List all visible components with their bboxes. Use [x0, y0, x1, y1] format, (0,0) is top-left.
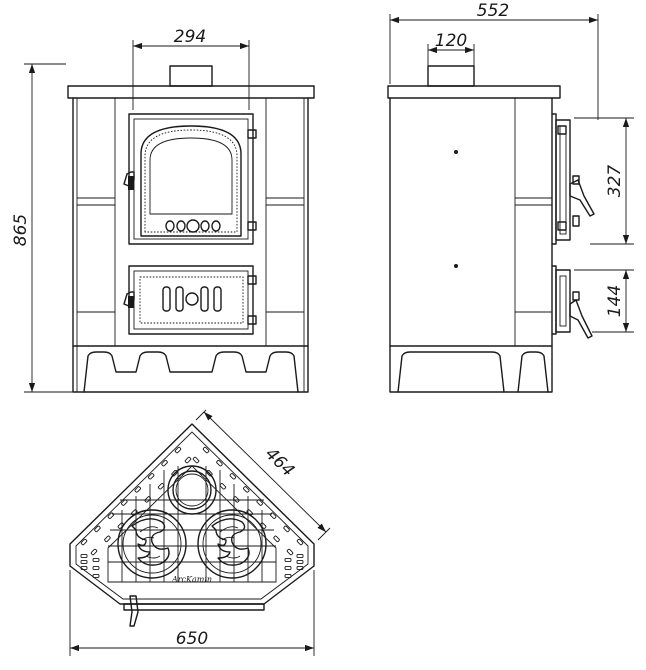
dim-552-label: 552: [477, 1, 509, 21]
band-hole: [92, 573, 100, 579]
band-hole: [90, 548, 98, 556]
top-door-handle: [129, 595, 139, 627]
side-view: 552 120 327 144: [387, 1, 634, 393]
band-hole: [94, 525, 101, 533]
band-hole: [174, 446, 182, 454]
band-hole: [80, 538, 88, 546]
band-hole: [134, 486, 141, 493]
ash-door: [128, 265, 254, 335]
dim-464-line: [203, 411, 327, 533]
cooking-plate-right: [197, 509, 267, 579]
band-hole: [296, 538, 304, 546]
band-hole: [80, 553, 88, 559]
band-hole: [184, 456, 192, 464]
dim-144-label: 144: [605, 285, 625, 317]
front-view: 294 865: [11, 27, 315, 393]
front-top-plate: [67, 85, 315, 99]
dim-120-label: 120: [435, 31, 467, 51]
side-body-outline: [389, 97, 553, 393]
top-view: ArcKamin 464 650: [69, 409, 331, 656]
dim-294-label: 294: [174, 27, 206, 47]
front-body-outline: [72, 97, 309, 393]
dim-464-label: 464: [261, 444, 298, 481]
band-hole: [147, 473, 155, 480]
band-hole: [104, 535, 111, 543]
band-hole: [80, 559, 88, 565]
front-legs: [83, 351, 299, 393]
brand-logo: ArcKamin: [171, 575, 212, 584]
side-fire-handle: [569, 179, 595, 217]
top-flue-ring: [167, 465, 217, 515]
cooking-plate-left: [117, 509, 187, 579]
band-hole: [92, 565, 100, 571]
side-top-plate: [387, 85, 561, 99]
band-hole: [192, 456, 200, 464]
fire-door-glass: [140, 125, 242, 237]
dim-865-label: 865: [11, 214, 31, 246]
band-hole: [80, 565, 88, 571]
fire-door: [128, 113, 254, 245]
front-flue-collar: [169, 65, 213, 87]
band-hole: [157, 483, 165, 490]
band-hole: [284, 557, 292, 563]
band-hole: [161, 459, 168, 467]
band-hole: [284, 573, 292, 579]
band-hole: [273, 535, 280, 543]
band-hole: [284, 565, 292, 571]
band-hole: [296, 565, 304, 571]
side-flue-collar: [427, 65, 475, 87]
band-hole: [92, 557, 100, 563]
band-hole: [296, 559, 304, 565]
band-hole: [219, 483, 227, 490]
side-ash-handle: [569, 299, 593, 339]
dim-650-label: 650: [176, 629, 208, 649]
band-hole: [286, 548, 294, 556]
band-hole: [296, 553, 304, 559]
dim-327-label: 327: [605, 165, 625, 198]
band-hole: [121, 499, 128, 506]
